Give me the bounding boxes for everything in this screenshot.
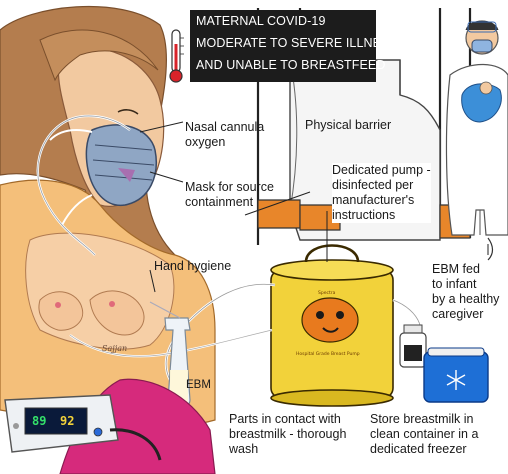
thermometer-icon [170, 30, 184, 82]
monitor-value-right: 92 [60, 414, 74, 428]
artist-signature: Sajjan [102, 344, 127, 353]
caregiver-mask [472, 40, 492, 52]
label-parts-wash: Parts in contact with breastmilk - thoro… [229, 412, 346, 457]
title-line-2: MODERATE TO SEVERE ILLNESS [196, 36, 398, 51]
label-ebm-fed: EBM fed to infant by a healthy caregiver [432, 262, 499, 322]
fingernail [109, 301, 115, 307]
label-physical-barrier: Physical barrier [305, 118, 391, 133]
label-hand-hygiene: Hand hygiene [154, 259, 231, 274]
label-dedicated-pump: Dedicated pump - disinfected per manufac… [332, 163, 431, 223]
pump-caption: Hospital Grade Breast Pump [296, 352, 360, 357]
fingernail [55, 302, 61, 308]
caregiver-figure [446, 21, 508, 260]
monitor-value-left: 89 [32, 414, 46, 428]
title-line-3: AND UNABLE TO BREASTFEED [196, 58, 386, 73]
label-ebm: EBM [186, 378, 211, 393]
freezer-icon [424, 348, 488, 402]
label-mask: Mask for source containment [185, 180, 274, 210]
small-bottle [400, 325, 426, 367]
label-store-breastmilk: Store breastmilk in clean container in a… [370, 412, 478, 457]
title-line-1: MATERNAL COVID-19 [196, 14, 326, 29]
infant-head [480, 82, 492, 94]
pump-brand: Spectra [318, 291, 335, 296]
breast-pump[interactable] [271, 246, 393, 407]
label-nasal-cannula: Nasal cannula oxygen [185, 120, 264, 150]
